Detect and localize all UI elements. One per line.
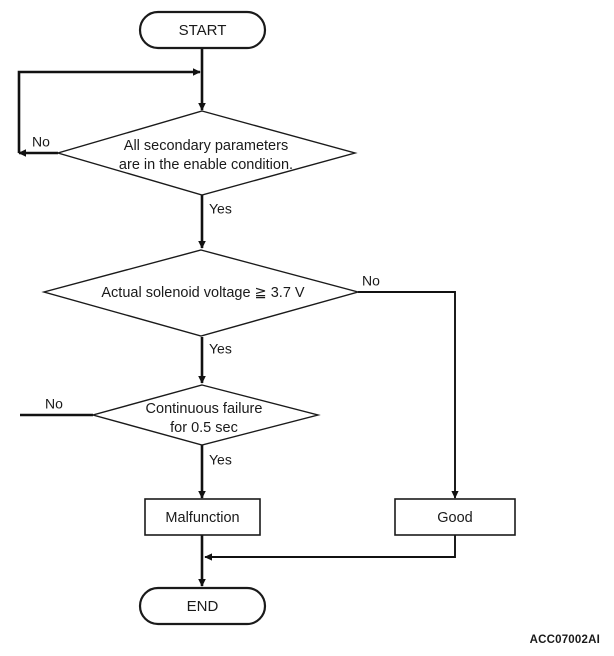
decision2-diamond xyxy=(41,249,361,337)
good-box xyxy=(394,498,516,536)
decision3-label-line1: Continuous failure xyxy=(146,401,263,417)
connector-good-merge xyxy=(204,535,456,561)
good-label: Good xyxy=(437,510,472,526)
node-decision-continuous-failure[interactable]: Continuous failure for 0.5 sec xyxy=(90,384,321,446)
branch-label-decision2-no: No xyxy=(362,273,380,289)
connector-loop-return-top xyxy=(17,68,201,153)
branch-label-decision1-yes: Yes xyxy=(209,201,232,217)
node-decision-secondary-parameters[interactable]: All secondary parameters are in the enab… xyxy=(55,110,358,196)
node-malfunction[interactable]: Malfunction xyxy=(144,498,261,536)
decision3-diamond xyxy=(90,384,321,446)
node-end[interactable]: END xyxy=(138,586,267,626)
figure-code: ACC07002AI xyxy=(530,634,600,646)
branch-label-decision3-yes: Yes xyxy=(209,452,232,468)
malfunction-box xyxy=(144,498,261,536)
start-label: START xyxy=(179,22,227,39)
branch-label-decision3-no: No xyxy=(45,396,63,412)
node-decision-solenoid-voltage[interactable]: Actual solenoid voltage ≧ 3.7 V xyxy=(41,249,361,337)
decision1-label-line1: All secondary parameters xyxy=(124,138,288,154)
connector-decision2-no-to-good xyxy=(358,291,459,499)
node-good[interactable]: Good xyxy=(394,498,516,536)
end-capsule xyxy=(138,586,267,626)
decision1-label-line2: are in the enable condition. xyxy=(119,157,293,173)
malfunction-label: Malfunction xyxy=(165,510,239,526)
decision2-label-line1: Actual solenoid voltage ≧ 3.7 V xyxy=(101,285,305,301)
end-label: END xyxy=(187,598,219,615)
decision1-diamond xyxy=(55,110,358,196)
decision3-label-line2: for 0.5 sec xyxy=(170,420,238,436)
branch-label-decision1-no: No xyxy=(32,134,50,150)
start-capsule xyxy=(138,10,267,50)
node-start[interactable]: START xyxy=(138,10,267,50)
branch-label-decision2-yes: Yes xyxy=(209,341,232,357)
